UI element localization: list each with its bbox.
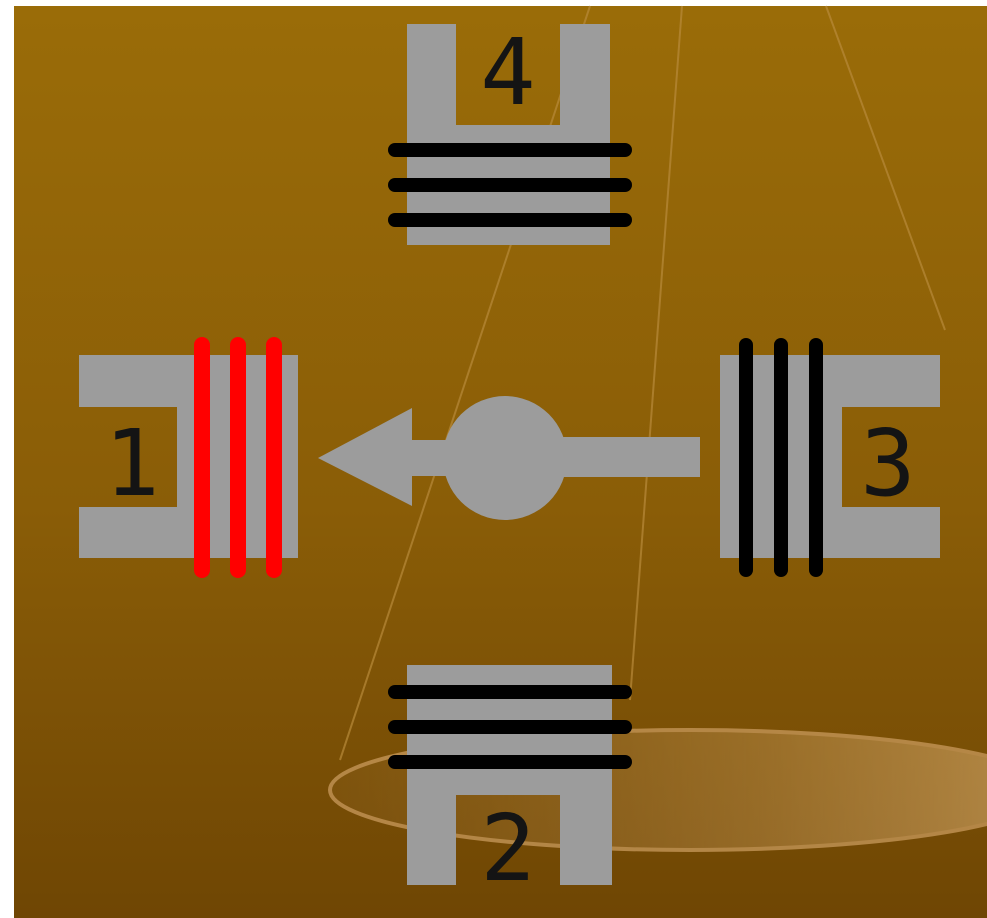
- port-1-label: 1: [104, 410, 159, 517]
- port-4: 4: [395, 19, 625, 245]
- port-2-label: 2: [480, 795, 535, 902]
- port-4-label: 4: [480, 19, 535, 126]
- port-1: 1: [79, 345, 298, 570]
- arrow-neck: [410, 440, 510, 476]
- port-2: 2: [395, 665, 625, 902]
- port-3-label: 3: [860, 410, 915, 517]
- port-3: 3: [720, 345, 940, 570]
